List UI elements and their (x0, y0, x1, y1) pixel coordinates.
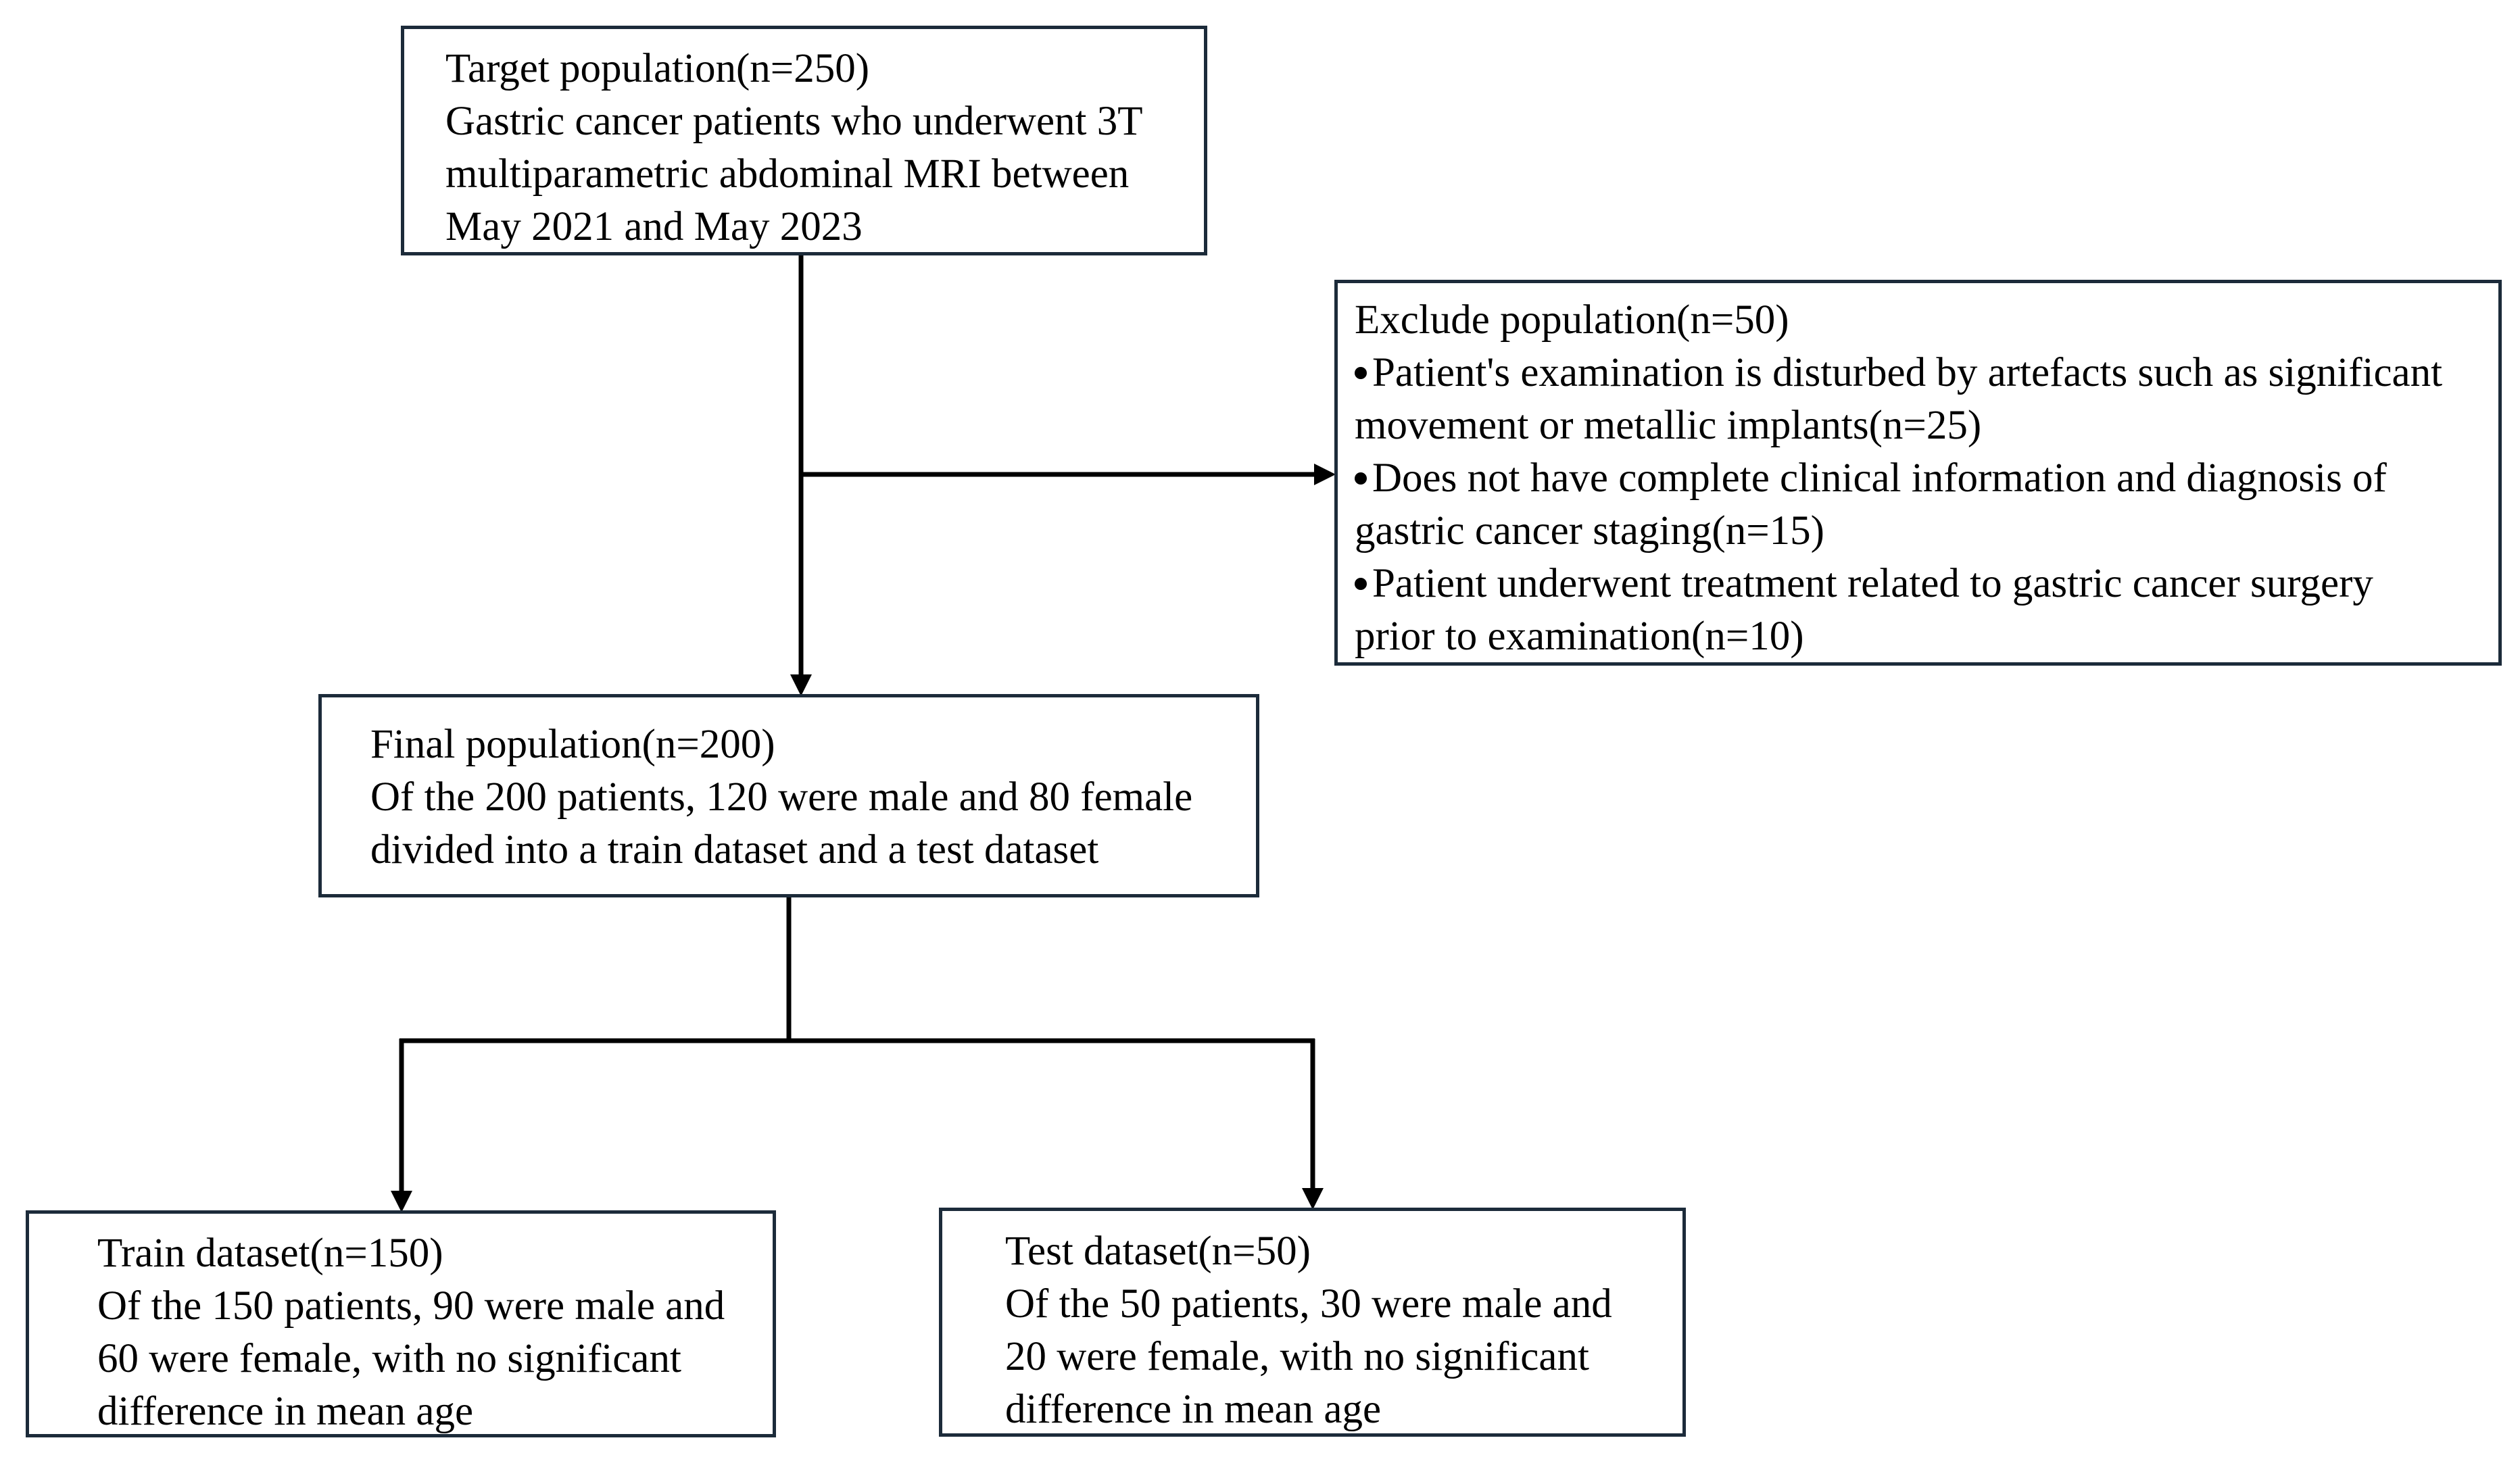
test-dataset-box: Test dataset(n=50) Of the 50 patients, 3… (939, 1208, 1686, 1437)
train-dataset-line: 60 were female, with no significant (97, 1336, 681, 1381)
target-population-line: May 2021 and May 2023 (445, 204, 863, 249)
exclude-criterion-text: movement or metallic implants(n=25) (1355, 403, 1982, 448)
train-dataset-title: Train dataset(n=150) (97, 1231, 443, 1276)
test-dataset-title: Test dataset(n=50) (1005, 1229, 1311, 1274)
final-population-title: Final population(n=200) (370, 722, 775, 767)
target-population-box: Target population(n=250) Gastric cancer … (401, 26, 1207, 255)
train-dataset-line: difference in mean age (97, 1389, 474, 1434)
test-dataset-line: 20 were female, with no significant (1005, 1334, 1589, 1379)
exclude-criterion-text: prior to examination(n=10) (1355, 614, 1804, 659)
target-population-line: Gastric cancer patients who underwent 3T (445, 99, 1143, 144)
final-population-line: Of the 200 patients, 120 were male and 8… (370, 774, 1193, 820)
bullet-icon (1355, 367, 1367, 379)
target-population-line: multiparametric abdominal MRI between (445, 151, 1130, 197)
train-dataset-line: Of the 150 patients, 90 were male and (97, 1283, 725, 1329)
exclude-criterion-text: Patient underwent treatment related to g… (1372, 561, 2373, 606)
arrowhead-to-test (1302, 1188, 1324, 1210)
target-population-title: Target population(n=250) (445, 46, 870, 91)
bullet-icon (1355, 472, 1367, 485)
exclude-population-title: Exclude population(n=50) (1355, 297, 1789, 343)
exclude-criterion-text: Patient's examination is disturbed by ar… (1372, 350, 2443, 395)
exclude-criterion-item: Does not have complete clinical informat… (1355, 452, 2498, 505)
test-dataset-line: difference in mean age (1005, 1387, 1382, 1432)
bullet-icon (1355, 578, 1367, 590)
exclude-criterion-text: Does not have complete clinical informat… (1372, 455, 2387, 501)
test-dataset-line: Of the 50 patients, 30 were male and (1005, 1281, 1612, 1327)
arrowhead-target-to-final (790, 674, 812, 696)
exclude-criterion-text: gastric cancer staging(n=15) (1355, 508, 1824, 553)
final-population-box: Final population(n=200) Of the 200 patie… (318, 694, 1259, 897)
train-dataset-box: Train dataset(n=150) Of the 150 patients… (26, 1210, 776, 1437)
exclude-criterion-item: Patient's examination is disturbed by ar… (1355, 347, 2498, 399)
final-population-line: divided into a train dataset and a test … (370, 827, 1099, 872)
arrowhead-to-exclude (1314, 464, 1336, 485)
exclude-population-box: Exclude population(n=50) Patient's exami… (1334, 280, 2502, 666)
exclude-criterion-item: Patient underwent treatment related to g… (1355, 558, 2498, 610)
arrowhead-to-train (391, 1191, 412, 1212)
